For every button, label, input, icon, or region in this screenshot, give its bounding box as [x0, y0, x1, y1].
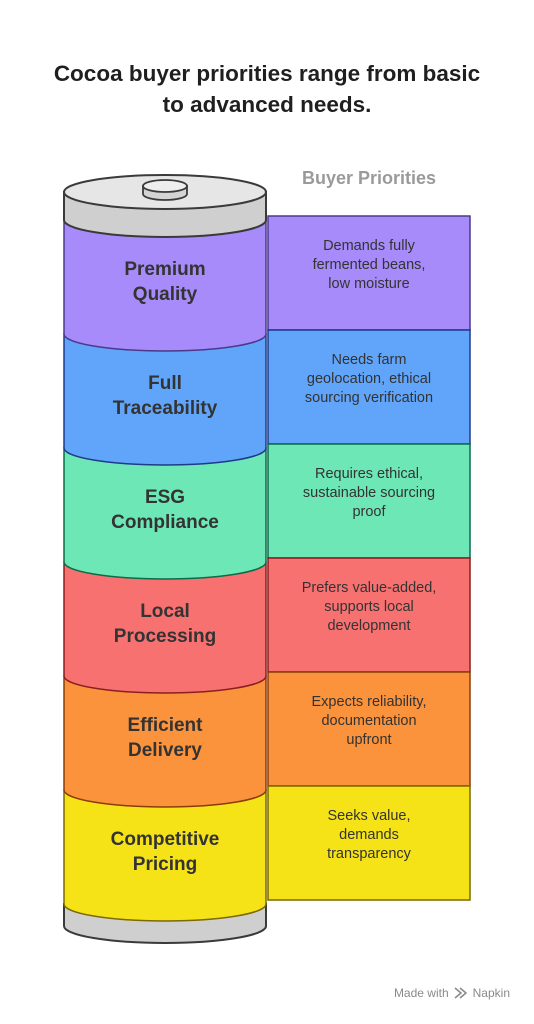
segment-label-line: Efficient: [127, 715, 203, 736]
description-line: sustainable sourcing: [302, 484, 436, 501]
description-line: upfront: [346, 731, 392, 748]
description-box-5: [267, 671, 471, 787]
description-line: documentation: [321, 712, 417, 729]
description-line: development: [327, 617, 411, 634]
description-box-3: [267, 443, 471, 559]
description-line: sourcing verification: [304, 389, 434, 406]
segment-label-line: Premium: [124, 259, 206, 280]
description-text-2: Needs farm geolocation, ethical sourcing v…: [268, 351, 470, 408]
brand-text: Napkin: [472, 986, 510, 1000]
description-line: Seeks value,: [327, 807, 411, 824]
description-line: supports local: [324, 598, 414, 615]
battery-segment-4: [63, 561, 267, 694]
diagram-title: Cocoa buyer priorities range from basic …: [20, 58, 514, 120]
segment-label-line: Quality: [132, 284, 198, 305]
description-text-1: Demands fully fermented beans, low moistur…: [268, 237, 470, 294]
description-line: Prefers value-added,: [301, 579, 437, 596]
battery-segment-3: [63, 447, 267, 580]
description-text-4: Prefers value-added, supports local develo…: [268, 579, 470, 636]
legend-title: Buyer Priorities: [301, 168, 437, 188]
description-line: geolocation, ethical: [306, 370, 432, 387]
description-text-5: Expects reliability, documentation upfront: [268, 693, 470, 750]
description-line: demands: [339, 826, 399, 843]
description-line: Demands fully: [323, 237, 415, 254]
battery-segment-5: [63, 675, 267, 808]
battery-segment-1: [63, 219, 267, 352]
segment-label-line: ESG: [144, 487, 186, 508]
segment-label-line: Compliance: [111, 512, 219, 533]
description-line: Expects reliability,: [311, 693, 427, 710]
description-line: fermented beans,: [312, 256, 426, 273]
battery-segment-6: [63, 789, 267, 922]
description-line: Requires ethical,: [315, 465, 423, 482]
battery-terminal: [142, 179, 188, 193]
description-box-4: [267, 557, 471, 673]
segment-label-line: Processing: [113, 626, 217, 647]
footer-credit: Made with Napkin: [394, 986, 510, 1000]
segment-label-line: Delivery: [128, 740, 202, 761]
segment-label-line: Traceability: [112, 398, 218, 419]
title-line-1: Cocoa buyer priorities range from basic: [53, 61, 481, 86]
description-box-1: [267, 215, 471, 331]
made-with-text: Made with: [393, 986, 449, 1000]
description-line: Needs farm: [331, 351, 407, 368]
segment-label-line: Local: [140, 601, 190, 622]
battery-segment-2: [63, 333, 267, 466]
segment-label-3: ESG Compliance: [64, 485, 266, 535]
segment-label-line: Full: [148, 373, 182, 394]
description-text-3: Requires ethical, sustainable sourcing pro…: [268, 465, 470, 522]
description-box-2: [267, 329, 471, 445]
description-text-6: Seeks value, demands transparency: [268, 807, 470, 864]
description-line: transparency: [327, 845, 411, 862]
description-box-6: [267, 785, 471, 901]
description-line: proof: [352, 503, 386, 520]
segment-label-line: Competitive: [110, 829, 220, 850]
segment-label-line: Pricing: [132, 854, 198, 875]
description-line: low moisture: [328, 275, 410, 292]
napkin-logo-icon: [454, 987, 467, 999]
title-line-2: to advanced needs.: [162, 92, 372, 117]
